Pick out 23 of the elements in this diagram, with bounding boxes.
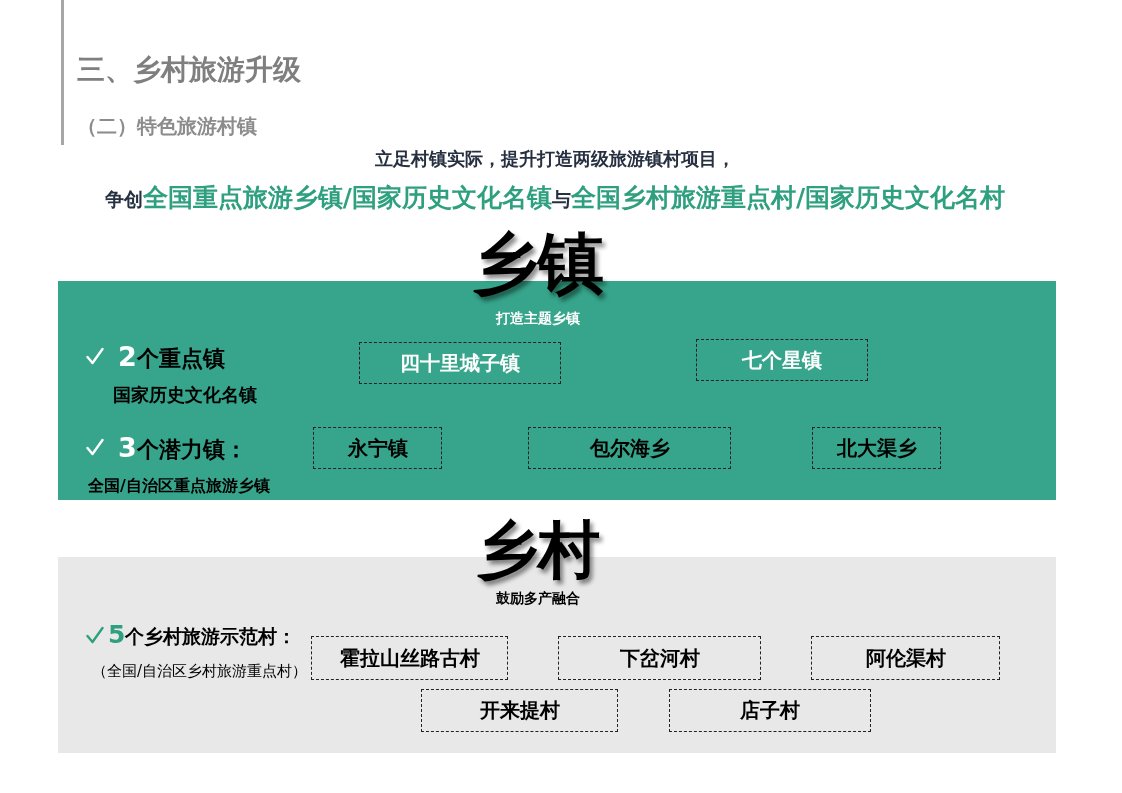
category-heading: 3个潜力镇：: [118, 432, 247, 464]
page-title: 三、乡村旅游升级: [77, 54, 301, 87]
goal-text: 争创全国重点旅游乡镇/国家历史文化名镇与全国乡村旅游重点村/国家历史文化名村: [104, 184, 1006, 213]
village-box: 开来提村: [421, 689, 618, 732]
section-subtitle: （二）特色旅游村镇: [77, 115, 257, 138]
section-subtitle: 鼓励多产融合: [496, 590, 580, 607]
town-box: 北大渠乡: [812, 427, 941, 469]
intro-text: 立足村镇实际，提升打造两级旅游镇村项目，: [375, 149, 735, 170]
town-box: 包尔海乡: [528, 427, 731, 469]
village-box: 阿伦渠村: [811, 636, 1000, 680]
section-heading: 乡村: [476, 519, 600, 581]
category-note: 全国/自治区重点旅游乡镇: [88, 477, 270, 496]
town-box: 四十里城子镇: [359, 342, 561, 384]
village-box: 下岔河村: [558, 636, 761, 680]
section-subtitle: 打造主题乡镇: [496, 310, 580, 327]
category-heading: 2个重点镇: [118, 341, 225, 373]
category-note: 国家历史文化名镇: [113, 385, 257, 406]
category-heading: 5个乡村旅游示范村：: [108, 621, 297, 650]
category-note: （全国/自治区乡村旅游重点村）: [92, 663, 308, 681]
town-box: 永宁镇: [313, 427, 442, 469]
town-box: 七个星镇: [696, 339, 868, 381]
village-box: 霍拉山丝路古村: [311, 636, 508, 680]
village-box: 店子村: [669, 689, 871, 732]
